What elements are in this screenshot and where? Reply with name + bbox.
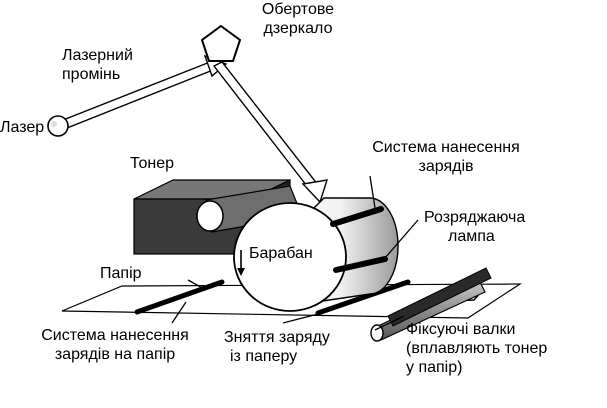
- discharge-lamp-bar: [333, 256, 388, 273]
- label-line: зарядів: [418, 158, 474, 175]
- label-line: зарядів на папір: [54, 346, 176, 363]
- label-laser-beam: Лазерний промінь: [62, 46, 133, 84]
- label-rotating-mirror: Обертове дзеркало: [238, 0, 358, 38]
- label-line: Лазерний: [62, 47, 133, 64]
- paper-charging-bar: [134, 279, 225, 315]
- drum: [233, 197, 399, 312]
- label-charge-removal: Зняття заряду із паперу: [224, 328, 330, 366]
- drum-charging-bar: [330, 206, 384, 227]
- label-line: Розряджаюча: [424, 209, 526, 226]
- label-line: Фіксуючі валки: [406, 321, 516, 338]
- label-line: Обертове: [261, 1, 335, 18]
- leader-lines: [171, 175, 419, 331]
- label-toner: Тонер: [130, 155, 175, 172]
- label-line: промінь: [62, 66, 121, 83]
- label-line: (вплавляють тонер: [406, 340, 548, 357]
- laser-beam: [57, 54, 329, 204]
- label-line: у папір): [406, 359, 463, 376]
- label-drum: Барабан: [249, 245, 313, 262]
- label-line: лампа: [448, 228, 495, 245]
- charge-removal-bar: [315, 279, 411, 316]
- label-discharge-lamp: Розряджаюча лампа: [424, 208, 525, 246]
- label-paper-charging: Система нанесення зарядів на папір: [28, 326, 202, 364]
- label-line: із паперу: [230, 348, 298, 365]
- label-paper: Папір: [100, 265, 142, 282]
- label-laser: Лазер: [0, 119, 45, 136]
- label-line: Зняття заряду: [224, 329, 330, 346]
- laser-source: [47, 115, 69, 137]
- rotating-mirror: [200, 24, 242, 62]
- label-fuser-rollers: Фіксуючі валки (вплавляють тонер у папір…: [406, 320, 547, 377]
- label-charging-system: Система нанесення зарядів: [356, 138, 536, 176]
- label-line: Система нанесення: [372, 139, 520, 156]
- label-line: Система нанесення: [41, 327, 189, 344]
- label-line: дзеркало: [263, 20, 333, 37]
